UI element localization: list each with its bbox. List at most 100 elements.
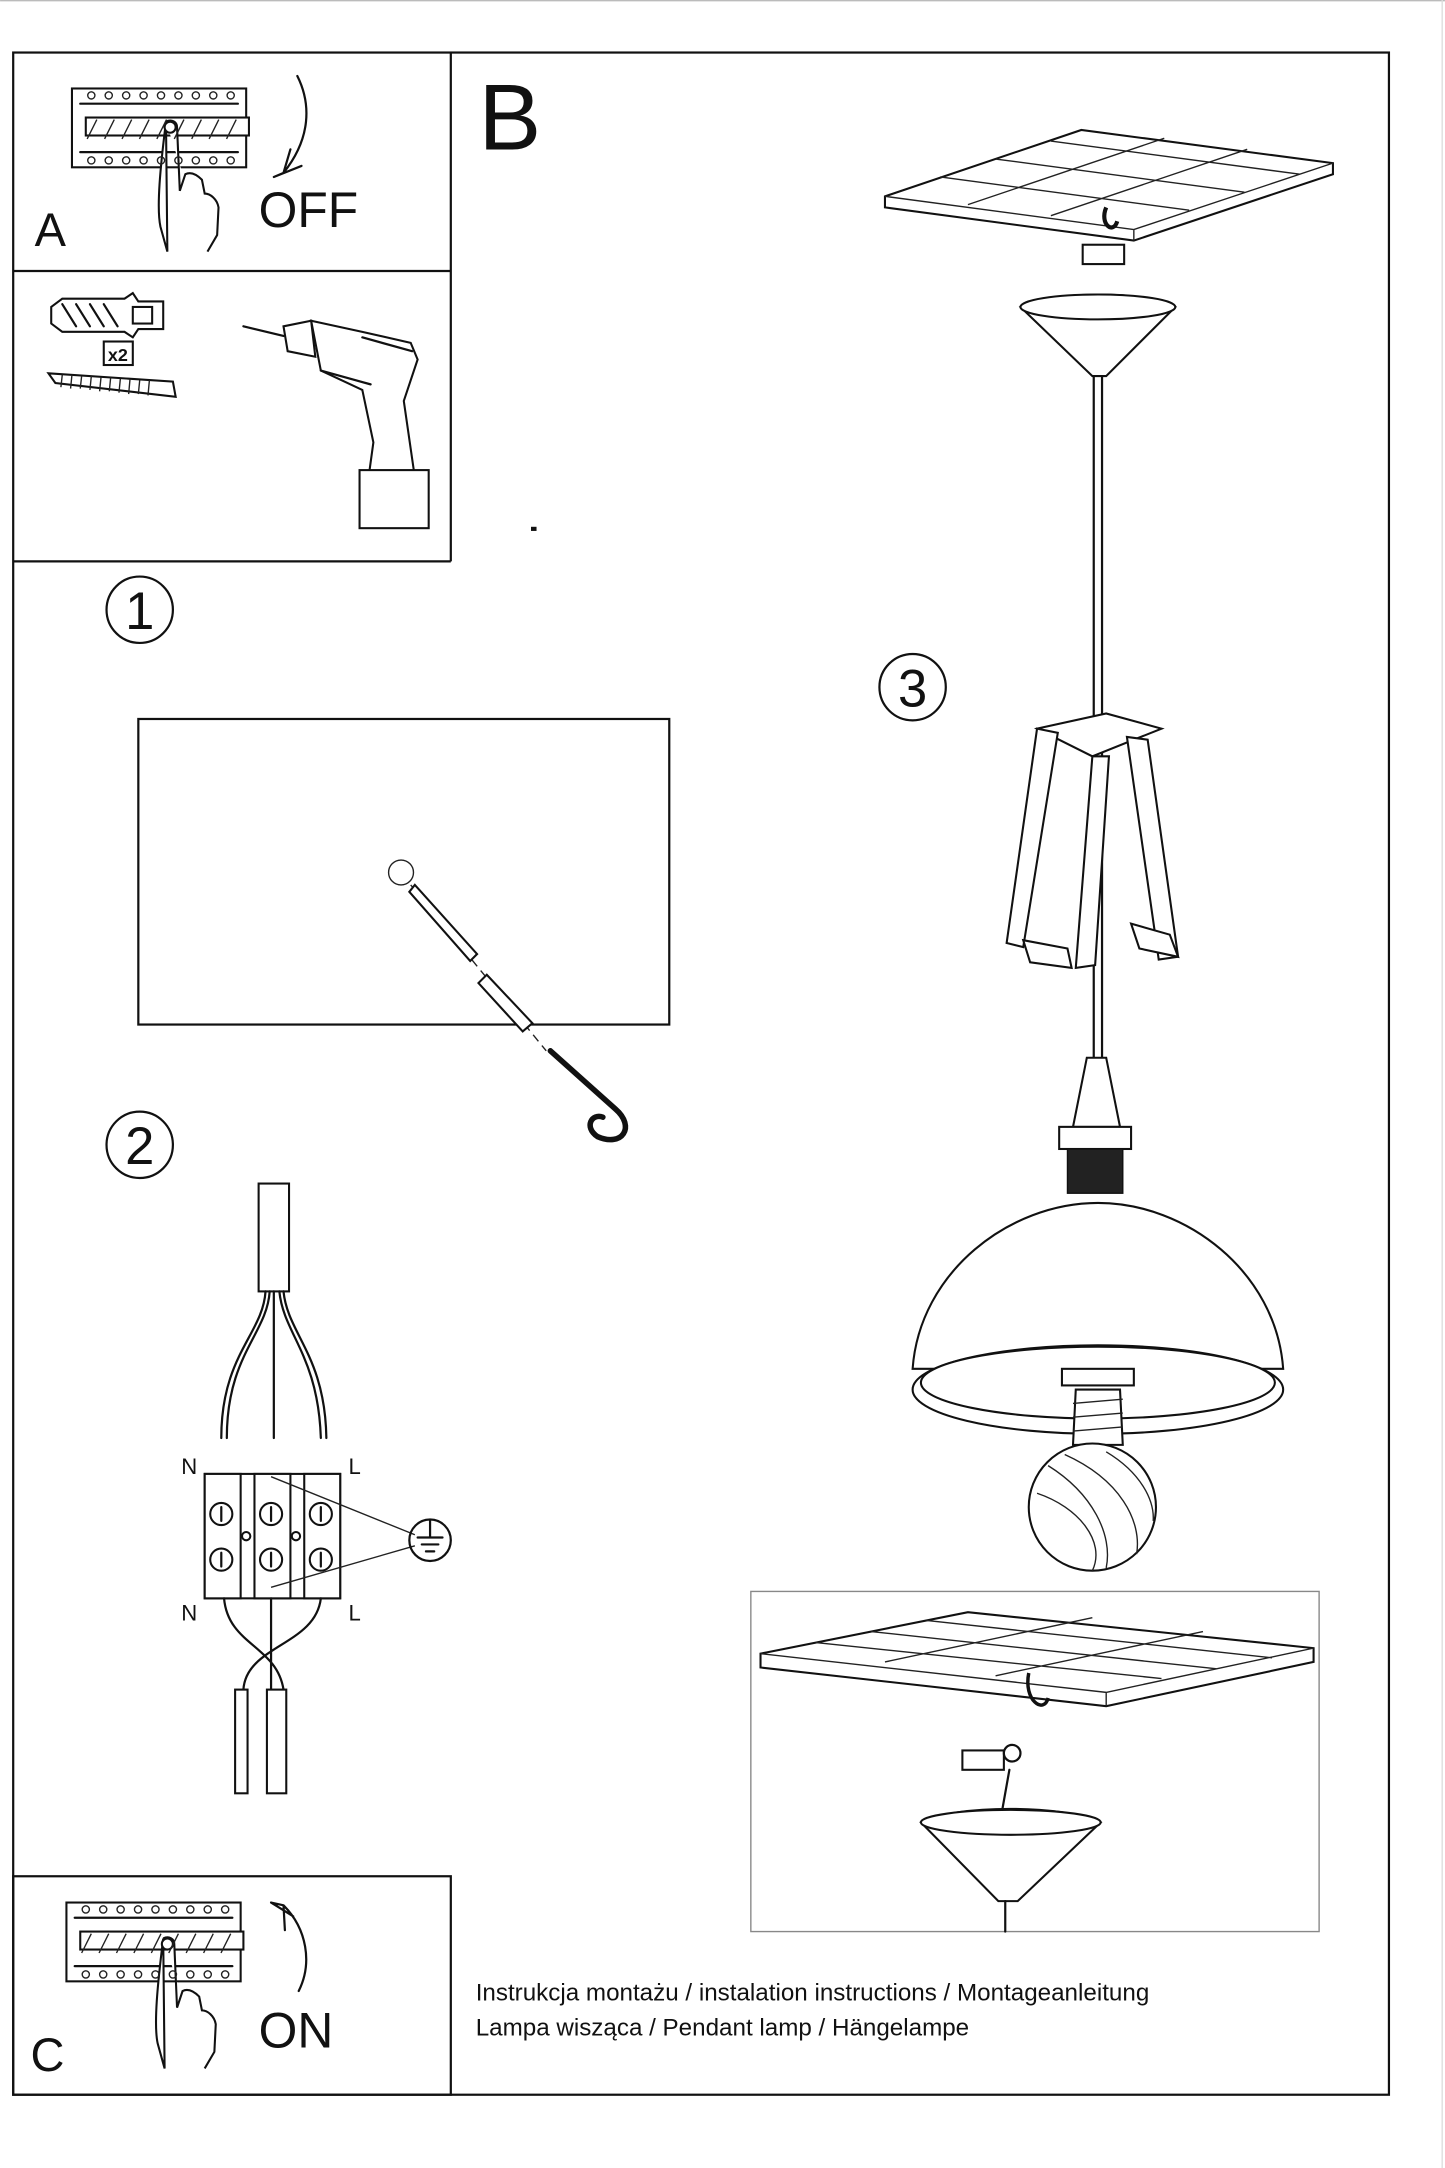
breaker-terminal [104, 156, 114, 165]
step-2-number: 2 [125, 1117, 154, 1176]
step-1: 1 [105, 575, 671, 1143]
breaker-terminal [104, 91, 114, 100]
breaker-terminal [168, 1905, 178, 1914]
step-2: 2 N L N L [105, 1110, 452, 1795]
breaker-terminal [174, 91, 183, 100]
breaker-terminal [81, 1905, 91, 1914]
breaker-switch [81, 1933, 92, 1954]
breaker-terminal [98, 1970, 108, 1979]
panel-c: C ON [30, 1901, 334, 2081]
breaker-terminal [156, 91, 166, 100]
breaker-terminal [208, 91, 218, 100]
hand-pointer-icon [154, 1936, 217, 2069]
on-label: ON [259, 2003, 334, 2059]
breaker-switch [115, 1933, 127, 1954]
breaker-terminal [156, 156, 166, 165]
breaker-terminal [121, 156, 131, 165]
hand-pointer-icon [157, 119, 220, 253]
label-l-bottom: L [348, 1600, 360, 1625]
breaker-terminal [191, 91, 201, 100]
socket-cap [1071, 1056, 1122, 1128]
wooden-frame [1005, 712, 1180, 970]
breaker-terminal [98, 1905, 108, 1914]
panel-c-letter: C [30, 2028, 64, 2081]
product-type: Lampa wisząca / Pendant lamp / Hängelamp… [476, 2014, 969, 2041]
arrow-down-icon [272, 74, 308, 179]
breaker-terminal [191, 156, 201, 165]
breaker-terminal [203, 1905, 213, 1914]
breaker-terminal [186, 1905, 195, 1914]
screw-icon [46, 372, 177, 399]
breaker-switch [191, 119, 202, 140]
connector-icon [1081, 243, 1126, 266]
step-3-number: 3 [898, 660, 927, 719]
breaker-switch [150, 1933, 162, 1954]
ground-symbol-icon [408, 1518, 452, 1563]
breaker-switch [202, 1933, 214, 1954]
ceiling-drill-diagram [137, 717, 671, 1026]
breaker-switch [173, 119, 185, 140]
breaker-terminal [116, 1905, 125, 1914]
breaker-switch [138, 119, 150, 140]
breaker-switch [121, 119, 133, 140]
label-n-bottom: N [181, 1600, 197, 1625]
panel-b-letter: B [478, 64, 541, 169]
drill-icon [242, 319, 430, 530]
breaker-switch [103, 119, 115, 140]
ceiling-hook-icon [547, 1048, 629, 1143]
screw-hook-icon [477, 973, 534, 1033]
breaker-switch [98, 1933, 110, 1954]
breaker-terminal [133, 1905, 143, 1914]
arrow-up-icon [269, 1901, 308, 1993]
instructions-title: Instrukcja montażu / instalation instruc… [476, 1980, 1150, 2007]
hook-icon [1102, 206, 1120, 230]
breaker-switch [220, 1933, 232, 1954]
breaker-switch [86, 119, 98, 140]
breaker-terminal [168, 1970, 178, 1979]
circuit-breaker-icon [65, 1901, 245, 1983]
step-1-number: 1 [125, 582, 154, 641]
breaker-switch [133, 1933, 145, 1954]
breaker-terminal [139, 156, 148, 165]
breaker-terminal [174, 156, 183, 165]
breaker-terminal [220, 1970, 230, 1979]
drill-hole-marker [387, 859, 415, 886]
breaker-terminal [151, 1970, 160, 1979]
breaker-terminal [121, 91, 131, 100]
page-frame [12, 51, 1391, 2096]
ceiling-plate [883, 128, 1334, 242]
label-n-top: N [181, 1454, 197, 1479]
label-l-top: L [348, 1454, 360, 1479]
breaker-terminal [186, 1970, 195, 1979]
lamp-shade [911, 1201, 1285, 1370]
off-label: OFF [259, 182, 359, 238]
quantity-label: x2 [108, 345, 128, 365]
breaker-terminal [151, 1905, 160, 1914]
breaker-terminal [87, 156, 96, 165]
breaker-terminal [203, 1970, 213, 1979]
panel-c-frame [12, 1875, 452, 2096]
breaker-switch [225, 119, 237, 140]
breaker-switch [156, 119, 168, 140]
breaker-terminal [226, 91, 235, 100]
breaker-switch [168, 1933, 180, 1954]
breaker-terminal [116, 1970, 125, 1979]
tools-panel: x2 [46, 291, 537, 531]
breaker-terminal [87, 91, 96, 100]
detail-inset [750, 1590, 1320, 1933]
cable-sheath [257, 1182, 291, 1293]
breaker-terminal [139, 91, 148, 100]
breaker-switch [208, 119, 220, 140]
breaker-terminal [208, 156, 218, 165]
circuit-breaker-icon [70, 87, 250, 169]
breaker-switch [185, 1933, 197, 1954]
terminal-block [203, 1472, 342, 1600]
panel-a-letter: A [35, 203, 67, 256]
step-3: 3 [878, 128, 1334, 1572]
breaker-terminal [81, 1970, 91, 1979]
breaker-terminal [220, 1905, 230, 1914]
breaker-terminal [133, 1970, 143, 1979]
plug-icon [407, 883, 479, 963]
socket-icon [1066, 1148, 1124, 1194]
